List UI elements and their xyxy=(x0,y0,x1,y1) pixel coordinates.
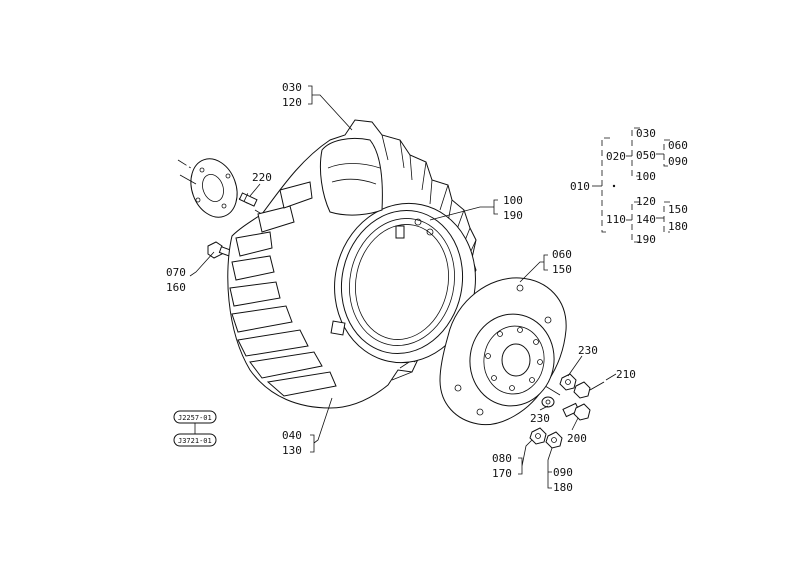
label-230-upper: 230 xyxy=(578,344,598,357)
tree-b-item-3: 190 xyxy=(636,233,656,246)
assembly-tree: 010 020 030 050 100 060 090 110 120 140 … xyxy=(570,127,688,246)
label-190: 190 xyxy=(503,209,523,222)
rim-part xyxy=(330,209,464,355)
serial-badges: J2257-01 J3721-01 xyxy=(173,410,217,447)
label-030: 030 xyxy=(282,81,302,94)
stud-bolt-part xyxy=(238,192,258,207)
label-090: 090 xyxy=(553,466,573,479)
callout-090-180: 090 180 xyxy=(553,466,573,494)
callout-040-130: 040 130 xyxy=(282,429,302,457)
tree-branch-b-label: 110 xyxy=(606,213,626,226)
tree-a-item-3: 100 xyxy=(636,170,656,183)
tree-branch-a-label: 020 xyxy=(606,150,626,163)
tree-b-item-2: 140 xyxy=(636,213,656,226)
hub-plate-part xyxy=(179,158,238,218)
label-200: 200 xyxy=(567,432,587,445)
label-170: 170 xyxy=(492,467,512,480)
label-040: 040 xyxy=(282,429,302,442)
label-210: 210 xyxy=(616,368,636,381)
tree-b-sub-1: 150 xyxy=(668,203,688,216)
callout-060-150: 060 150 xyxy=(552,248,572,276)
bolt-210-part xyxy=(573,381,605,399)
leader-lines xyxy=(189,85,617,489)
tree-a-item-2: 050 xyxy=(636,149,656,162)
tree-b-sub-2: 180 xyxy=(668,220,688,233)
label-230-lower: 230 xyxy=(530,412,550,425)
label-180: 180 xyxy=(553,481,573,494)
label-100: 100 xyxy=(503,194,523,207)
nut-080-part xyxy=(529,427,547,445)
tube-section-part xyxy=(319,137,383,216)
label-120: 120 xyxy=(282,96,302,109)
callout-080-170: 080 170 xyxy=(492,452,512,480)
tree-a-sub-2: 090 xyxy=(668,155,688,168)
label-060: 060 xyxy=(552,248,572,261)
label-160: 160 xyxy=(166,281,186,294)
label-080: 080 xyxy=(492,452,512,465)
disc-wheel-part xyxy=(439,277,567,426)
label-130: 130 xyxy=(282,444,302,457)
tree-b-item-1: 120 xyxy=(636,195,656,208)
tree-a-sub-1: 060 xyxy=(668,139,688,152)
label-220: 220 xyxy=(252,171,272,184)
washer-part xyxy=(541,396,555,408)
label-150: 150 xyxy=(552,263,572,276)
badge-2: J3721-01 xyxy=(178,437,212,445)
tree-root-label: 010 xyxy=(570,180,590,193)
callout-030-120: 030 120 xyxy=(282,81,302,109)
label-070: 070 xyxy=(166,266,186,279)
callout-070-160: 070 160 xyxy=(166,266,186,294)
badge-1: J2257-01 xyxy=(178,414,212,422)
nut-090-part xyxy=(545,431,563,449)
nut-230a-part xyxy=(559,373,577,391)
tree-a-item-1: 030 xyxy=(636,127,656,140)
callout-100-190: 100 190 xyxy=(503,194,523,222)
bolt-200-part xyxy=(562,402,591,421)
